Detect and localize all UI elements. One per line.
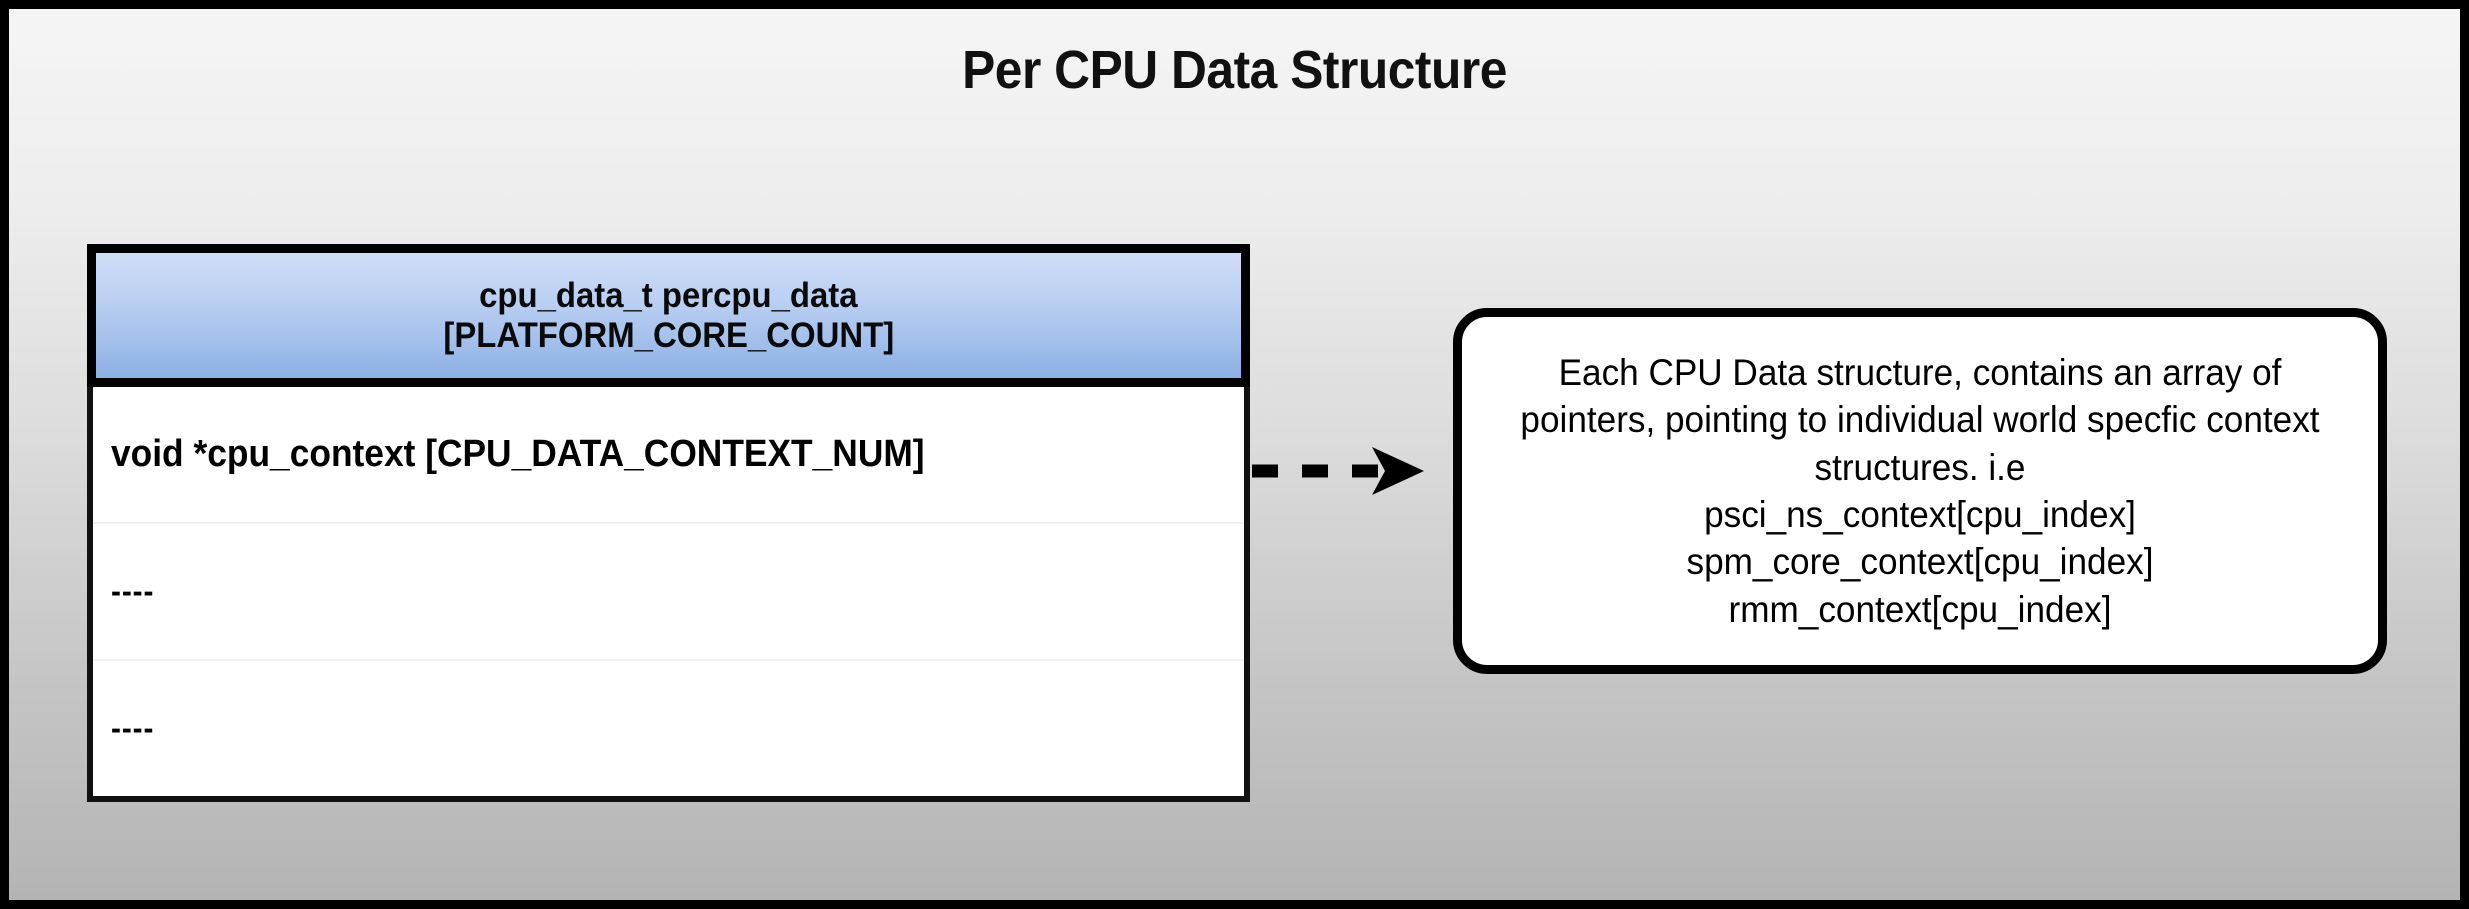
struct-header-line-1: cpu_data_t percpu_data [479, 276, 858, 316]
struct-field-cpu-context: void *cpu_context [CPU_DATA_CONTEXT_NUM] [111, 433, 925, 475]
struct-header-line-2: [PLATFORM_CORE_COUNT] [443, 315, 894, 355]
percpu-data-struct-table: cpu_data_t percpu_data [PLATFORM_CORE_CO… [87, 244, 1250, 802]
struct-table-body: void *cpu_context [CPU_DATA_CONTEXT_NUM]… [87, 387, 1250, 802]
struct-field-placeholder-2: ---- [111, 710, 155, 746]
page-title: Per CPU Data Structure [962, 40, 1507, 100]
callout-text: Each CPU Data structure, contains an arr… [1520, 351, 2320, 630]
dashed-arrow-icon [1252, 441, 1427, 501]
callout-box: Each CPU Data structure, contains an arr… [1453, 308, 2387, 674]
table-row: ---- [93, 661, 1244, 796]
table-row: void *cpu_context [CPU_DATA_CONTEXT_NUM] [93, 387, 1244, 524]
table-row: ---- [93, 524, 1244, 661]
struct-field-placeholder-1: ---- [111, 573, 155, 609]
struct-table-header: cpu_data_t percpu_data [PLATFORM_CORE_CO… [87, 244, 1250, 387]
